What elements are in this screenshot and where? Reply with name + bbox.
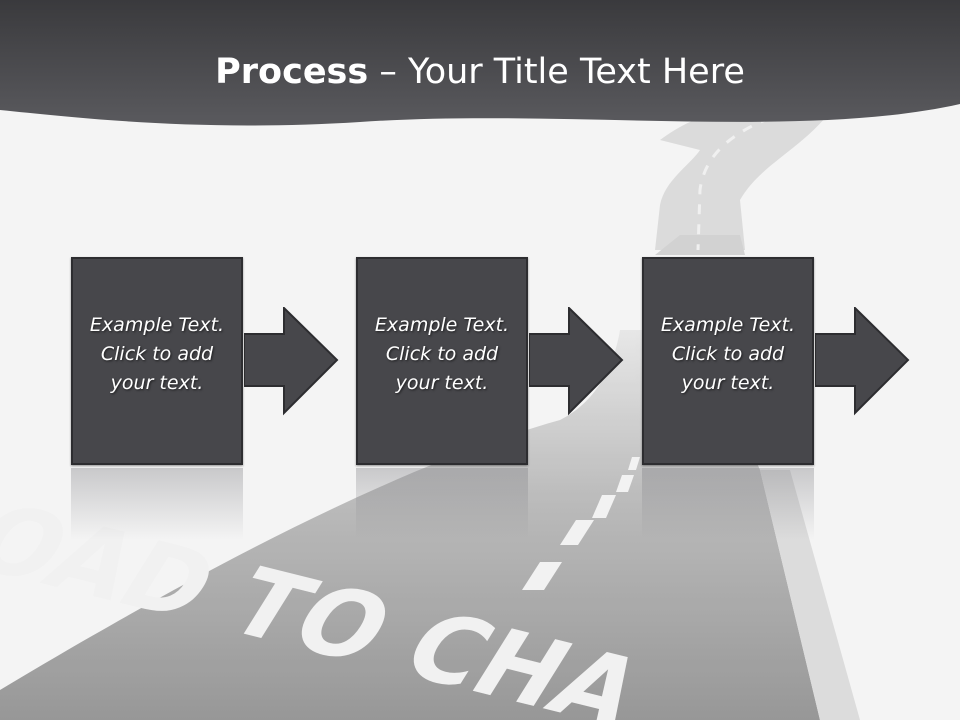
step-1-arrow-icon <box>244 307 339 416</box>
step-2-line-2: Click to add <box>385 343 499 365</box>
step-3-arrow-icon <box>815 307 910 416</box>
step-2-arrow-icon <box>529 307 624 416</box>
step-3-reflection <box>642 468 814 540</box>
step-2-box[interactable]: Example Text. Click to add your text. <box>356 257 528 465</box>
step-1-reflection <box>71 468 243 540</box>
header-banner <box>0 0 960 126</box>
step-2-line-3: your text. <box>395 372 489 394</box>
slide-title[interactable]: Process – Your Title Text Here <box>0 52 960 92</box>
step-2-reflection <box>356 468 528 540</box>
road-image: ROAD TO CHA <box>0 109 860 720</box>
step-3-line-2: Click to add <box>671 343 785 365</box>
step-1-line-1: Example Text. <box>89 314 225 336</box>
step-2-text[interactable]: Example Text. Click to add your text. <box>358 311 526 398</box>
step-1-line-2: Click to add <box>100 343 214 365</box>
step-3-line-1: Example Text. <box>660 314 796 336</box>
step-3-text[interactable]: Example Text. Click to add your text. <box>644 311 812 398</box>
title-bold: Process <box>215 52 369 92</box>
step-1-box[interactable]: Example Text. Click to add your text. <box>71 257 243 465</box>
step-1-text[interactable]: Example Text. Click to add your text. <box>73 311 241 398</box>
step-1-line-3: your text. <box>110 372 204 394</box>
step-2-line-1: Example Text. <box>374 314 510 336</box>
title-rest: – Your Title Text Here <box>368 52 745 92</box>
step-3-line-3: your text. <box>681 372 775 394</box>
step-3-box[interactable]: Example Text. Click to add your text. <box>642 257 814 465</box>
